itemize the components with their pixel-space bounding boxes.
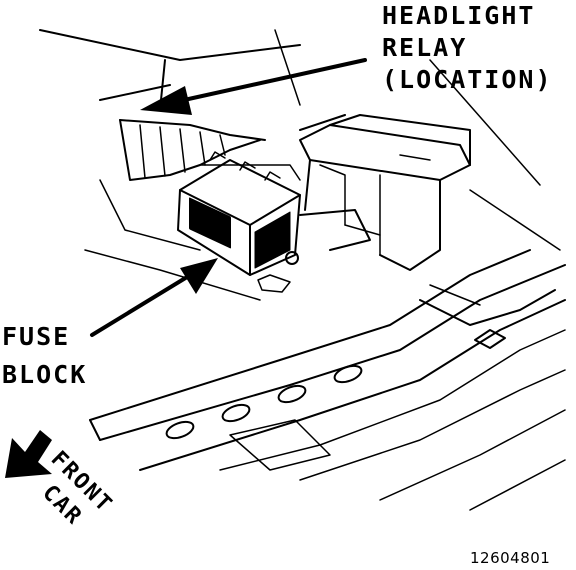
front-of-car-arrow-icon	[5, 430, 52, 478]
sill-holes	[165, 364, 363, 440]
headlight-relay-label: HEADLIGHT RELAY (LOCATION)	[382, 0, 553, 96]
headlight-relay-line2: RELAY	[382, 33, 468, 62]
front-of-car-label: FRONT OF CAR	[5, 447, 118, 531]
fuse-block-arrow	[90, 258, 218, 337]
headlight-relay-line3: (LOCATION)	[382, 65, 553, 94]
relay-bracket	[299, 114, 471, 271]
floor-pan	[89, 249, 566, 511]
headlight-relay-line1: HEADLIGHT	[382, 1, 536, 30]
fuse-block-line1: FUSE	[2, 322, 71, 351]
body-panel-lines	[39, 29, 561, 301]
fuse-block-line2: BLOCK	[2, 360, 88, 389]
headlight-relay-arrow	[140, 58, 367, 115]
fuse-block	[177, 151, 301, 293]
wiring-harness	[119, 119, 266, 181]
figure-number: 12604801	[470, 549, 551, 567]
fuse-block-label: FUSE BLOCK	[2, 318, 87, 394]
